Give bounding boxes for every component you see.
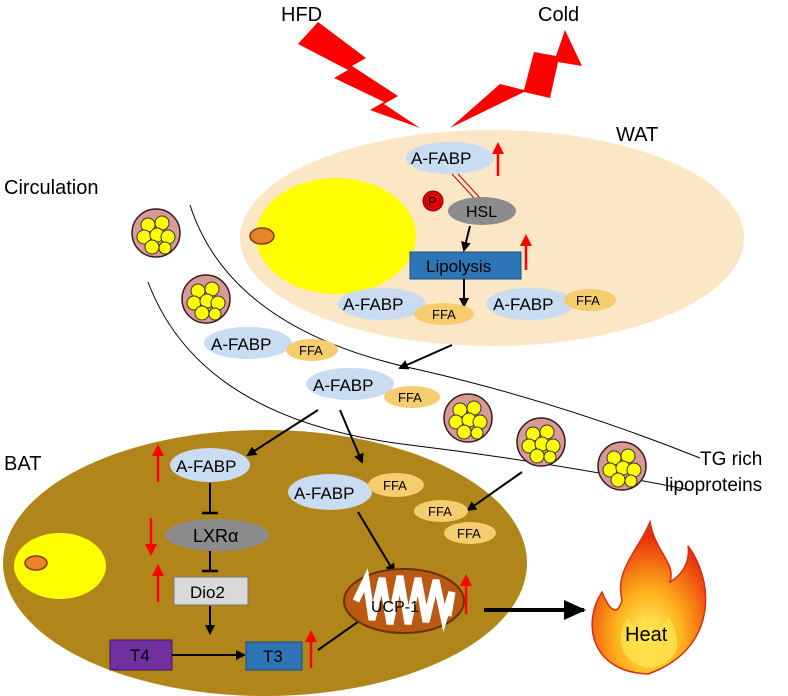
t3-label: T3 bbox=[263, 647, 283, 666]
t3-box bbox=[245, 641, 303, 671]
bat-afabp1-label: A-FABP bbox=[176, 457, 236, 476]
lipoprotein-particle-icon bbox=[443, 393, 493, 443]
wat-afabp-left-blob bbox=[338, 288, 426, 320]
lipoproteins-label: lipoproteins bbox=[665, 475, 762, 496]
bat-lipid-droplet bbox=[14, 533, 106, 599]
hsl-label: HSL bbox=[466, 204, 497, 221]
lipolysis-box bbox=[409, 251, 522, 280]
bat-ffa-a-label: FFA bbox=[428, 504, 452, 519]
wat-lipid-droplet bbox=[256, 178, 416, 294]
wat-ffa-right-label: FFA bbox=[576, 293, 600, 308]
phospho-link bbox=[457, 173, 481, 199]
bat-ffa-a-blob bbox=[414, 500, 468, 522]
circ-ffa2-label: FFA bbox=[398, 390, 422, 405]
circ-to-bat-afabp-arrow bbox=[246, 409, 319, 457]
circ-afabp1-label: A-FABP bbox=[211, 335, 271, 354]
bat-afabp2-blob bbox=[288, 474, 372, 510]
dio2-box bbox=[173, 576, 249, 606]
bat-ffa-b-label: FFA bbox=[457, 526, 481, 541]
dio2-label: Dio2 bbox=[190, 583, 225, 602]
tg-rich-label: TG rich bbox=[700, 449, 762, 470]
bat-nucleus bbox=[24, 555, 48, 571]
circ-afabp2-label: A-FABP bbox=[313, 376, 373, 395]
lxr-node bbox=[165, 519, 269, 551]
circulation-label: Circulation bbox=[4, 177, 98, 199]
circ-ffa1-blob bbox=[286, 339, 338, 361]
complex-to-ucp1-arrow bbox=[357, 511, 396, 574]
hfd-label: HFD bbox=[281, 4, 322, 26]
wat-nucleus bbox=[249, 227, 275, 245]
lipoprotein-particle-icon bbox=[516, 417, 566, 467]
bat-ffa-b-blob bbox=[444, 522, 496, 544]
wat-afabp-blob bbox=[406, 142, 494, 174]
bat-ffa-complex-blob bbox=[368, 473, 424, 497]
wat-ffa-left-label: FFA bbox=[432, 307, 456, 322]
wat-afabp-left-label: A-FABP bbox=[343, 295, 403, 314]
phospho-link bbox=[451, 173, 475, 199]
wat-afabp-label: A-FABP bbox=[411, 149, 471, 168]
t4-box bbox=[109, 639, 173, 671]
t4-label: T4 bbox=[130, 646, 150, 665]
circ-ffa1-label: FFA bbox=[299, 343, 323, 358]
wat-ffa-right-blob bbox=[564, 289, 616, 311]
wat-label: WAT bbox=[616, 124, 658, 146]
cold-label: Cold bbox=[538, 4, 579, 26]
lipoprotein-particle-icon bbox=[597, 441, 647, 491]
lxr-label: LXRα bbox=[193, 526, 238, 546]
circ-afabp2-blob bbox=[306, 368, 394, 400]
wat-ffa-left-blob bbox=[414, 303, 474, 325]
mitochondrion-icon bbox=[343, 568, 465, 634]
wat-afabp-right-label: A-FABP bbox=[493, 295, 553, 314]
phosphate-badge bbox=[422, 190, 444, 212]
vessel-upper-wall bbox=[189, 204, 701, 459]
lightning-bolt-icon bbox=[298, 22, 420, 128]
hsl-node bbox=[448, 197, 516, 225]
lipolysis-label: Lipolysis bbox=[426, 257, 491, 276]
wat-to-circulation-arrow bbox=[398, 344, 453, 370]
lightning-bolt-icon bbox=[450, 30, 582, 128]
bat-afabp1-blob bbox=[170, 448, 250, 482]
circ-afabp1-blob bbox=[204, 327, 292, 359]
circ-ffa2-blob bbox=[384, 386, 440, 408]
lipoprotein-particle-icon bbox=[181, 274, 231, 324]
lipoprotein-particle-icon bbox=[131, 208, 181, 258]
bat-ffa-complex-label: FFA bbox=[383, 478, 407, 493]
vessel-lower-wall bbox=[147, 281, 691, 491]
bat-afabp2-label: A-FABP bbox=[294, 484, 354, 503]
phosphate-label: P bbox=[428, 194, 437, 209]
hsl-to-lipolysis-arrow bbox=[461, 225, 471, 252]
bat-label: BAT bbox=[4, 453, 41, 475]
circ-to-bat-complex-arrow bbox=[339, 409, 364, 464]
wat-afabp-right-blob bbox=[486, 288, 574, 320]
heat-label: Heat bbox=[625, 624, 668, 646]
ucp1-label: UCP-1 bbox=[371, 599, 419, 616]
flame-icon bbox=[591, 519, 707, 675]
lipoprotein-to-ffa-arrow bbox=[466, 471, 523, 512]
